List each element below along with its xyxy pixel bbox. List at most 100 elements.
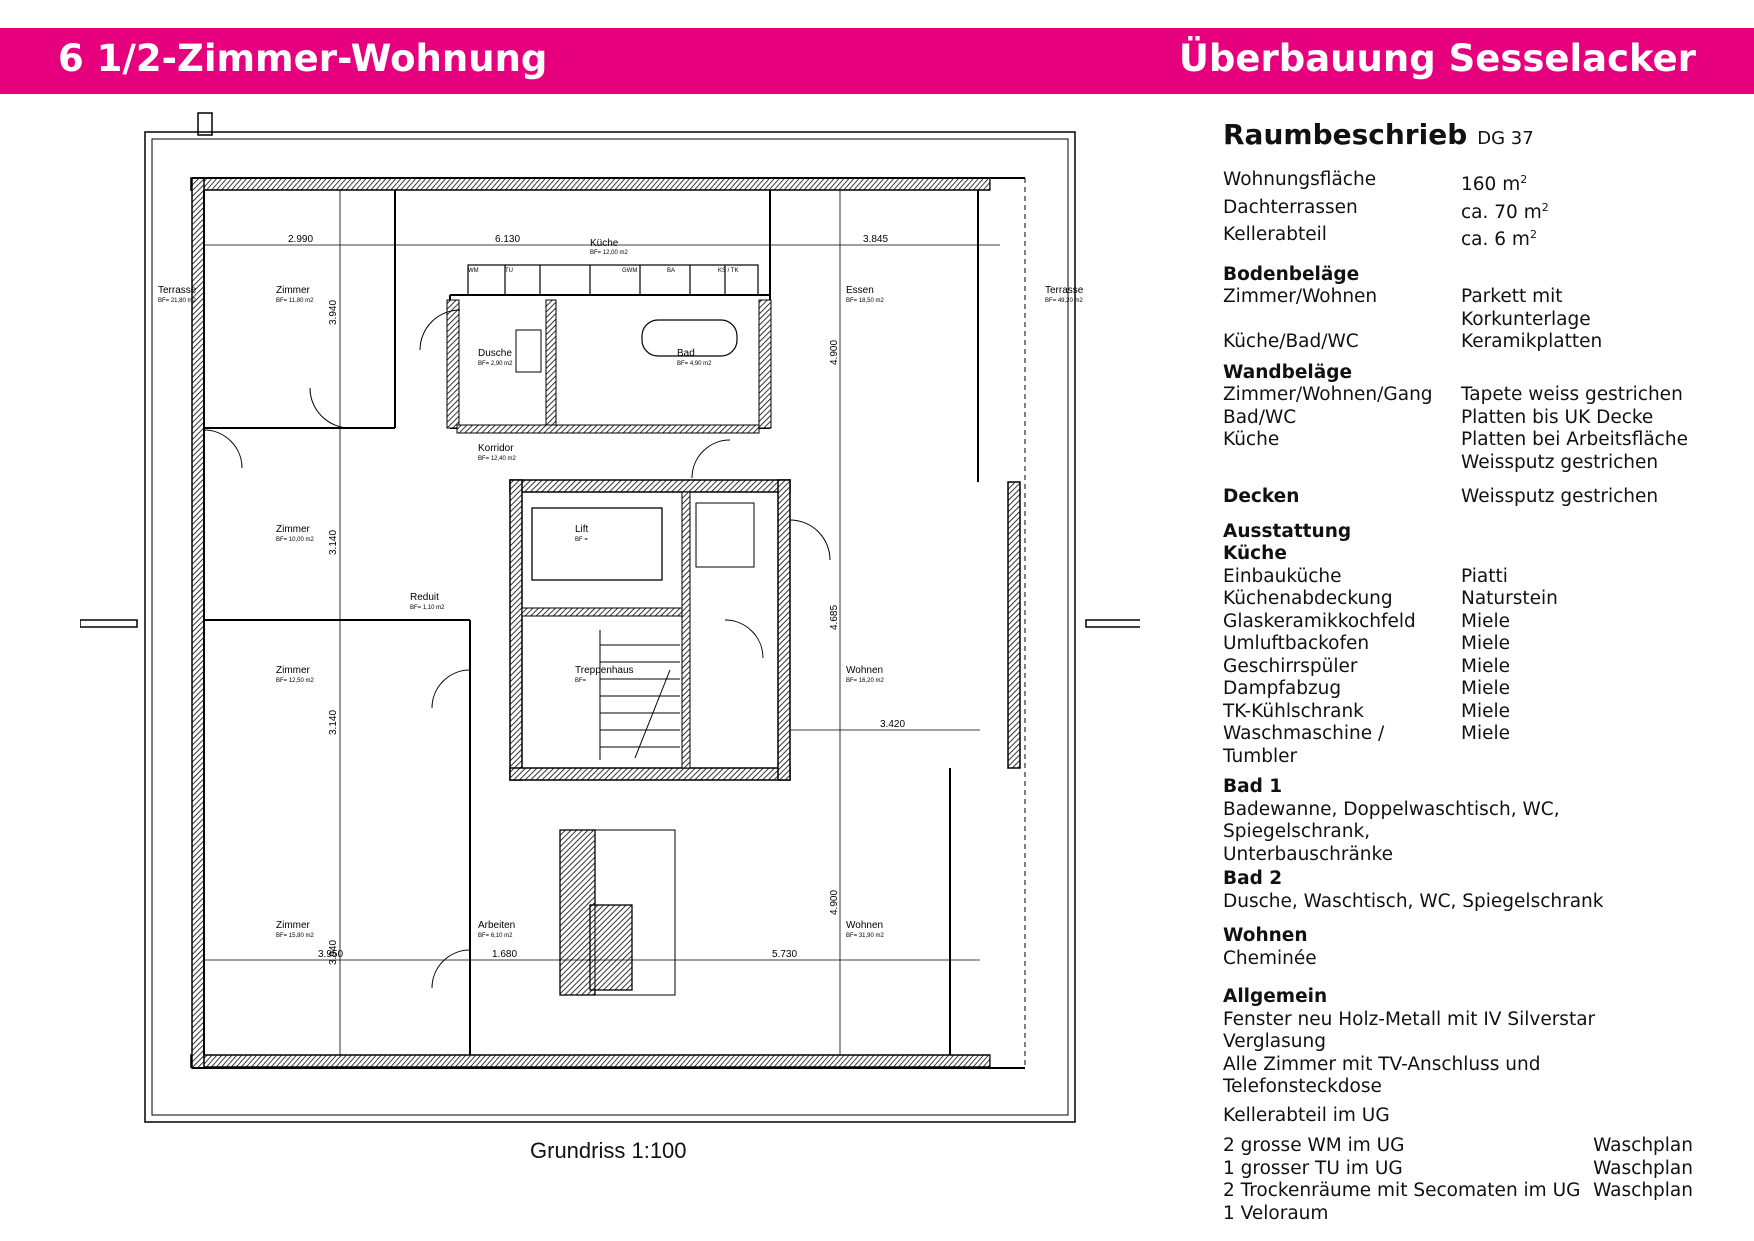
spec-row: Weissputz gestrichen <box>1223 452 1693 475</box>
section-heading: Bad 2 <box>1223 868 1283 890</box>
spec-label: Bad/WC <box>1223 406 1297 428</box>
bathroom-block <box>446 299 772 434</box>
dimension-label: 2.990 <box>288 234 313 245</box>
spec-label: TK-Kühlschrank <box>1223 700 1364 722</box>
room-name: Wohnen <box>846 665 883 676</box>
spec-label: Glaskeramikkochfeld <box>1223 610 1416 632</box>
room-name: Lift <box>575 524 589 535</box>
room-name: Zimmer <box>276 920 311 931</box>
spec-label: Umluftbackofen <box>1223 633 1370 655</box>
panel-title-text: Raumbeschrieb <box>1223 118 1468 151</box>
fireplace <box>559 829 676 996</box>
section-heading: Decken <box>1223 486 1300 508</box>
spec-value: Naturstein <box>1461 588 1558 610</box>
appliance-label: WM <box>468 268 479 274</box>
section-heading: Allgemein <box>1223 986 1328 1008</box>
text-line: Kellerabteil im UG <box>1223 1104 1390 1126</box>
spec-value: Miele <box>1461 678 1511 700</box>
text-line: Dusche, Waschtisch, WC, Spiegelschrank <box>1223 890 1604 912</box>
spec-label: Küche/Bad/WC <box>1223 331 1359 353</box>
ug-label: 1 Veloraum <box>1223 1202 1329 1224</box>
spec-row: Dampfabzug Miele <box>1223 678 1693 701</box>
spec-label: Einbauküche <box>1223 565 1342 587</box>
ug-label: 2 grosse WM im UG <box>1223 1135 1405 1157</box>
room-name: Küche <box>590 238 619 249</box>
section-heading: Wohnen <box>1223 925 1308 947</box>
area-unit-exp: 2 <box>1529 228 1537 242</box>
spec-label: Zimmer/Wohnen/Gang <box>1223 384 1433 406</box>
room-area: BF= 31,90 m2 <box>846 933 885 939</box>
section-subheading: Küche <box>1223 543 1287 565</box>
dimension-label: 1.680 <box>492 949 517 960</box>
text-line: Unterbauschränke <box>1223 843 1393 865</box>
spec-value: Keramikplatten <box>1461 331 1603 353</box>
room-name: Wohnen <box>846 920 883 931</box>
area-value: ca. 6 m2 <box>1461 224 1693 252</box>
section-heading: Ausstattung <box>1223 520 1352 542</box>
area-label: Wohnungsfläche <box>1223 169 1377 190</box>
room-name: Terrasse <box>158 285 197 296</box>
spec-row: Küche/Bad/WC Keramikplatten <box>1223 331 1693 354</box>
dimension-lines <box>204 190 1000 1055</box>
room-area: BF= 15,80 m2 <box>276 933 315 939</box>
text-line: Fenster neu Holz-Metall mit IV Silversta… <box>1223 1008 1596 1053</box>
area-value: ca. 70 m2 <box>1461 197 1693 225</box>
area-value: 160 m2 <box>1461 169 1693 197</box>
kitchen-counter <box>467 264 759 296</box>
room-name: Treppenhaus <box>575 665 634 676</box>
stair-lift-core <box>509 479 791 781</box>
dimension-label: 3.940 <box>328 300 339 325</box>
apartment-title: 6 1/2-Zimmer-Wohnung <box>58 37 548 80</box>
ug-value: Waschplan <box>1593 1180 1693 1202</box>
project-title: Überbauung Sesselacker <box>1178 37 1696 80</box>
area-value-text: 160 m <box>1461 174 1521 196</box>
title-banner: 6 1/2-Zimmer-Wohnung Überbauung Sesselac… <box>0 28 1754 94</box>
section-heading: Bad 1 <box>1223 776 1283 798</box>
ug-label: 2 Trockenräume mit Secomaten im UG <box>1223 1180 1581 1202</box>
door-swings <box>203 309 831 989</box>
spec-value: Tapete weiss gestrichen <box>1461 384 1683 406</box>
spec-row: Glaskeramikkochfeld Miele <box>1223 611 1693 634</box>
room-name: Arbeiten <box>478 920 515 931</box>
text-line: Alle Zimmer mit TV-Anschluss und Telefon… <box>1223 1053 1541 1098</box>
area-value-text: ca. 6 m <box>1461 229 1530 251</box>
panel-subtitle: DG 37 <box>1477 128 1534 149</box>
appliance-label: BA <box>667 268 675 274</box>
spec-label: Waschmaschine / Tumbler <box>1223 723 1385 767</box>
dimension-label: 3.140 <box>328 530 339 555</box>
appliance-label: TU <box>505 268 513 274</box>
room-name: Terrasse <box>1045 285 1084 296</box>
room-area: BF= 1,10 m2 <box>410 605 445 611</box>
text-line: Badewanne, Doppelwaschtisch, WC, Spiegel… <box>1223 798 1560 843</box>
spec-value: Miele <box>1461 633 1511 655</box>
area-row: Wohnungsfläche 160 m2 <box>1223 169 1693 197</box>
appliance-label: KS / TK <box>718 268 739 274</box>
ug-row: 1 Veloraum <box>1223 1203 1693 1226</box>
room-area: BF= 12,40 m2 <box>478 456 517 462</box>
dimension-label: 3.950 <box>318 949 343 960</box>
room-name: Zimmer <box>276 285 311 296</box>
ug-value: Waschplan <box>1593 1135 1693 1157</box>
spec-value: Weissputz gestrichen <box>1461 451 1659 473</box>
spec-value: Miele <box>1461 610 1511 632</box>
room-area: BF= 2,90 m2 <box>478 361 513 367</box>
spec-value: Platten bis UK Decke <box>1461 406 1654 428</box>
spec-value: Miele <box>1461 655 1511 677</box>
dimension-label: 4.685 <box>829 605 840 630</box>
room-name: Zimmer <box>276 524 311 535</box>
ug-label: 1 grosser TU im UG <box>1223 1157 1403 1179</box>
spec-value: Platten bei Arbeitsfläche <box>1461 429 1688 451</box>
room-name: Korridor <box>478 443 514 454</box>
section-heading: Wandbeläge <box>1223 361 1353 383</box>
spec-label <box>1223 452 1461 475</box>
dimension-label: 5.730 <box>772 949 797 960</box>
spec-label: Dampfabzug <box>1223 678 1342 700</box>
room-name: Zimmer <box>276 665 311 676</box>
